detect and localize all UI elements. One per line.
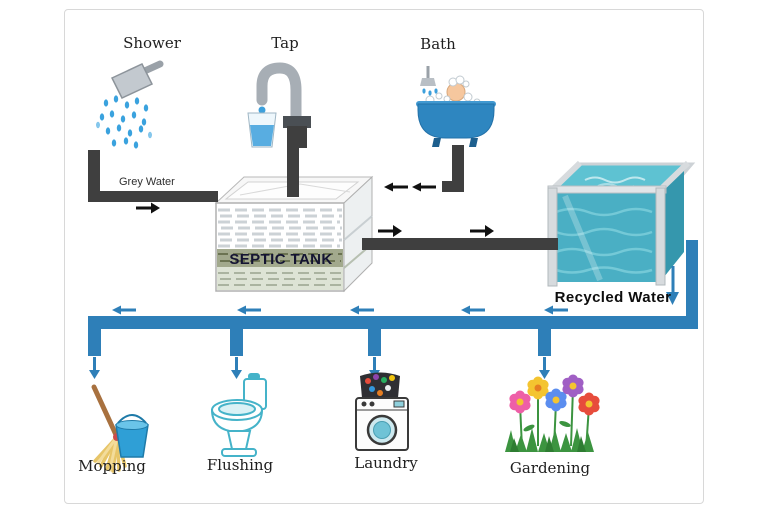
recycled-water-pipes xyxy=(88,240,698,356)
arrow-down-recycled xyxy=(666,266,679,305)
distribution-pipe xyxy=(88,316,698,329)
shower-down-pipe xyxy=(88,150,100,202)
arrow-down-flushing xyxy=(231,357,242,379)
arrow-left-dist-2 xyxy=(237,305,261,315)
arrow-right-output-2 xyxy=(470,225,494,237)
bath-down-pipe xyxy=(452,145,464,192)
bath-icon xyxy=(416,66,496,147)
flowers-icon xyxy=(505,374,600,452)
arrow-left-dist-4 xyxy=(461,305,485,315)
arrow-right-output-1 xyxy=(378,225,402,237)
grey-water-horizontal-pipe xyxy=(88,191,218,202)
bath-elbow-pipe xyxy=(442,181,464,192)
laundry-label: Laundry xyxy=(354,454,418,472)
shower-label: Shower xyxy=(123,34,181,52)
arrow-left-dist-3 xyxy=(350,305,374,315)
arrow-left-dist-5 xyxy=(544,305,568,315)
mopping-label: Mopping xyxy=(78,457,146,475)
bath-label: Bath xyxy=(420,35,456,53)
tank-output-pipe xyxy=(362,238,558,250)
flushing-drop-pipe xyxy=(230,316,243,356)
arrow-down-gardening xyxy=(539,357,550,379)
arrow-left-bath-2 xyxy=(412,182,436,192)
tap-label: Tap xyxy=(271,34,299,52)
recycled-down-pipe xyxy=(686,240,698,329)
grey-water-label: Grey Water xyxy=(119,176,175,188)
septic-tank-label: SEPTIC TANK xyxy=(229,251,333,268)
recycled-water-label: Recycled Water xyxy=(554,289,672,306)
washing-machine-icon xyxy=(355,372,409,451)
mop-bucket-icon xyxy=(91,384,149,473)
grey-flow-arrows xyxy=(136,182,494,237)
mopping-drop-pipe xyxy=(88,316,101,356)
blue-flow-arrows xyxy=(89,266,679,379)
flushing-label: Flushing xyxy=(206,456,274,474)
arrow-left-dist-1 xyxy=(112,305,136,315)
laundry-drop-pipe xyxy=(368,316,381,356)
arrow-left-bath-1 xyxy=(384,182,408,192)
grey-water-pipes xyxy=(88,142,558,250)
shower-icon xyxy=(96,60,164,149)
tap-icon xyxy=(247,62,311,148)
arrow-down-mopping xyxy=(89,357,100,379)
tap-down-pipe xyxy=(287,142,299,197)
gardening-label: Gardening xyxy=(509,459,591,477)
gardening-drop-pipe xyxy=(538,316,551,356)
recycled-water-tank xyxy=(547,160,696,287)
arrow-right-greywater xyxy=(136,202,160,214)
septic-tank xyxy=(214,175,374,293)
toilet-icon xyxy=(210,373,267,457)
